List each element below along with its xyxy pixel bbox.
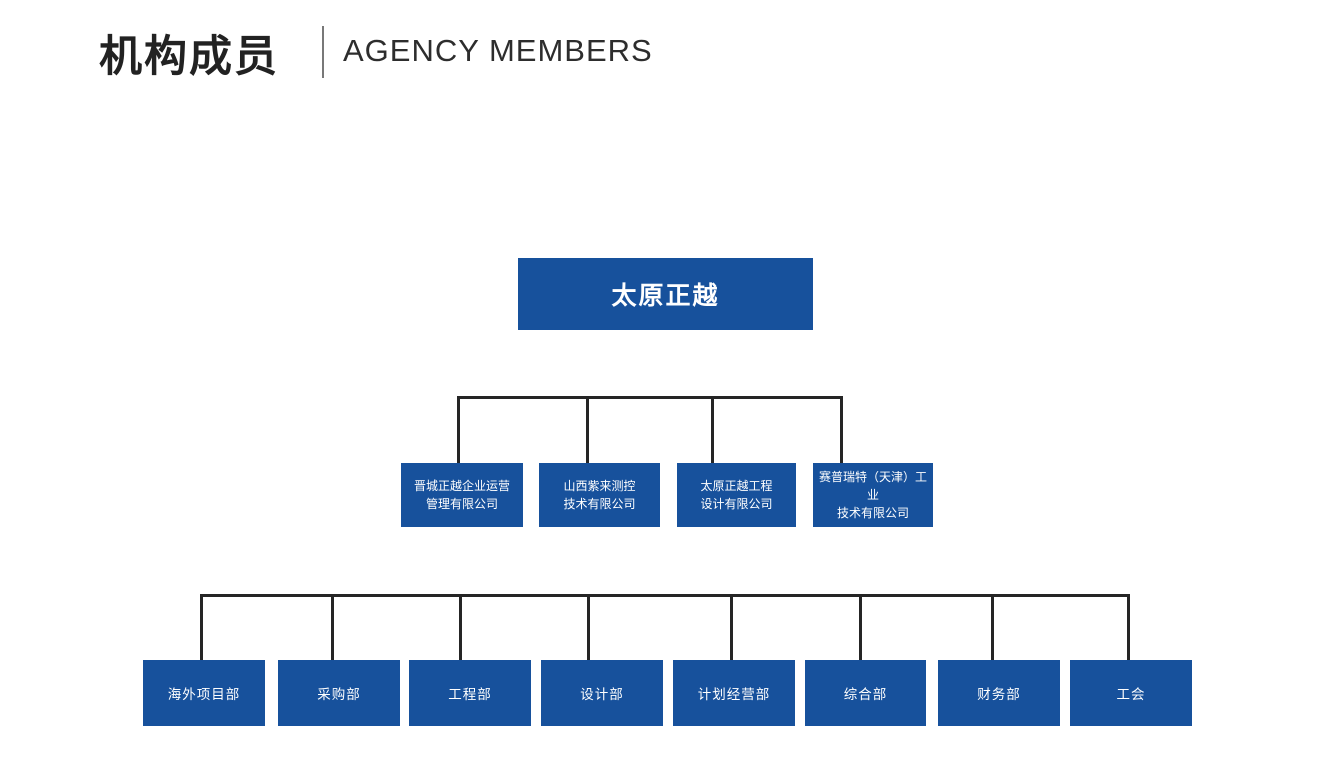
subsidiary-name-line: 技术有限公司 bbox=[836, 506, 909, 520]
connector-vertical bbox=[587, 594, 590, 660]
org-department-box-2: 采购部 bbox=[278, 660, 400, 726]
subsidiary-name-line: 山西紫来测控 bbox=[563, 479, 636, 493]
org-department-box-7: 财务部 bbox=[938, 660, 1060, 726]
org-root-box: 太原正越 bbox=[518, 258, 813, 330]
page-subtitle: AGENCY MEMBERS bbox=[343, 33, 653, 68]
connector-vertical bbox=[459, 594, 462, 660]
connector-vertical bbox=[200, 594, 203, 660]
org-department-box-6: 综合部 bbox=[805, 660, 926, 726]
title-divider bbox=[322, 26, 324, 78]
connector-vertical bbox=[711, 396, 714, 463]
page-title: 机构成员 bbox=[99, 33, 279, 81]
subsidiary-name-line: 晋城正越企业运营 bbox=[413, 479, 510, 493]
org-department-box-8: 工会 bbox=[1070, 660, 1192, 726]
org-department-box-4: 设计部 bbox=[541, 660, 663, 726]
org-department-box-3: 工程部 bbox=[409, 660, 531, 726]
connector-vertical bbox=[859, 594, 862, 660]
org-department-box-5: 计划经营部 bbox=[673, 660, 795, 726]
connector-vertical bbox=[457, 396, 460, 463]
org-department-box-1: 海外项目部 bbox=[143, 660, 265, 726]
connector-vertical bbox=[840, 396, 843, 463]
org-subsidiary-box-4: 赛普瑞特（天津）工业 技术有限公司 bbox=[813, 463, 933, 527]
org-subsidiary-box-1: 晋城正越企业运营 管理有限公司 bbox=[401, 463, 523, 527]
connector-horizontal-top bbox=[457, 396, 843, 399]
subsidiary-name-line: 设计有限公司 bbox=[700, 497, 773, 511]
subsidiary-name-line: 管理有限公司 bbox=[425, 497, 498, 511]
connector-vertical bbox=[1127, 594, 1130, 660]
connector-vertical bbox=[586, 396, 589, 463]
subsidiary-name-line: 赛普瑞特（天津）工业 bbox=[818, 470, 927, 502]
connector-vertical bbox=[991, 594, 994, 660]
subsidiary-name-line: 技术有限公司 bbox=[563, 497, 636, 511]
connector-vertical bbox=[331, 594, 334, 660]
org-subsidiary-box-3: 太原正越工程 设计有限公司 bbox=[677, 463, 796, 527]
connector-vertical bbox=[730, 594, 733, 660]
subsidiary-name-line: 太原正越工程 bbox=[700, 479, 773, 493]
connector-horizontal-bottom bbox=[200, 594, 1130, 597]
org-subsidiary-box-2: 山西紫来测控 技术有限公司 bbox=[539, 463, 660, 527]
